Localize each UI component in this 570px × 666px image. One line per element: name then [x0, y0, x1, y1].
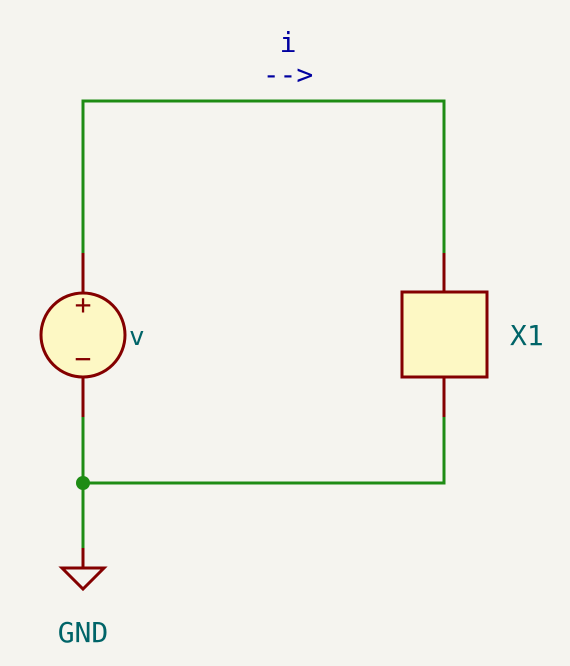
ground-icon [58, 566, 108, 592]
load-component: X1 [400, 253, 544, 417]
source-minus-sign: − [75, 342, 92, 375]
load-body-icon [400, 290, 489, 379]
wires [81, 99, 446, 550]
current-label: i [280, 26, 297, 59]
voltage-source: + − v [39, 253, 145, 417]
wire-top-loop [81, 99, 446, 255]
ground-label: GND [58, 616, 109, 649]
voltage-source-icon [39, 291, 127, 379]
current-annotation: i --> [263, 26, 314, 91]
junction-dot-icon [76, 476, 90, 490]
source-reference-label: v [129, 322, 145, 352]
ground-symbol: GND [58, 548, 109, 649]
current-arrow: --> [263, 58, 314, 91]
source-plus-sign: + [75, 288, 92, 321]
load-reference-label: X1 [510, 319, 544, 352]
wire-bottom-loop [81, 415, 446, 485]
